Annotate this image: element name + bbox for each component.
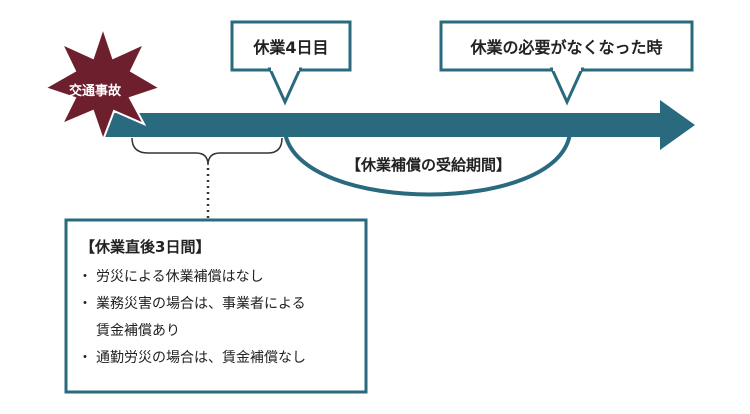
- benefit-period-label: 【休業補償の受給期間】: [346, 156, 512, 174]
- note-title: 【休業直後3日間】: [80, 238, 211, 256]
- note-item-2-text-cont: 賃金補償あり: [96, 323, 180, 339]
- timeline-arrow: [105, 100, 695, 150]
- first-three-days-brace: [131, 137, 283, 166]
- accident-starburst-icon: [42, 24, 163, 143]
- accident-label: 交通事故: [69, 84, 122, 99]
- list-item: 業務災害の場合は、事業者による 賃金補償あり: [78, 291, 306, 345]
- list-item: 労災による休業補償はなし: [78, 264, 306, 291]
- note-item-3-text: 通勤労災の場合は、賃金補償なし: [96, 350, 306, 366]
- day4-callout: [230, 20, 352, 106]
- note-list: 労災による休業補償はなし 業務災害の場合は、事業者による 賃金補償あり 通勤労災…: [78, 264, 306, 372]
- note-item-1-text: 労災による休業補償はなし: [96, 269, 264, 285]
- end-callout: [439, 20, 694, 106]
- list-item: 通勤労災の場合は、賃金補償なし: [78, 345, 306, 372]
- day4-label: 休業4日目: [253, 38, 329, 57]
- end-label: 休業の必要がなくなった時: [470, 38, 663, 57]
- note-item-2-text: 業務災害の場合は、事業者による: [96, 296, 306, 312]
- benefit-period-arc: [283, 132, 572, 197]
